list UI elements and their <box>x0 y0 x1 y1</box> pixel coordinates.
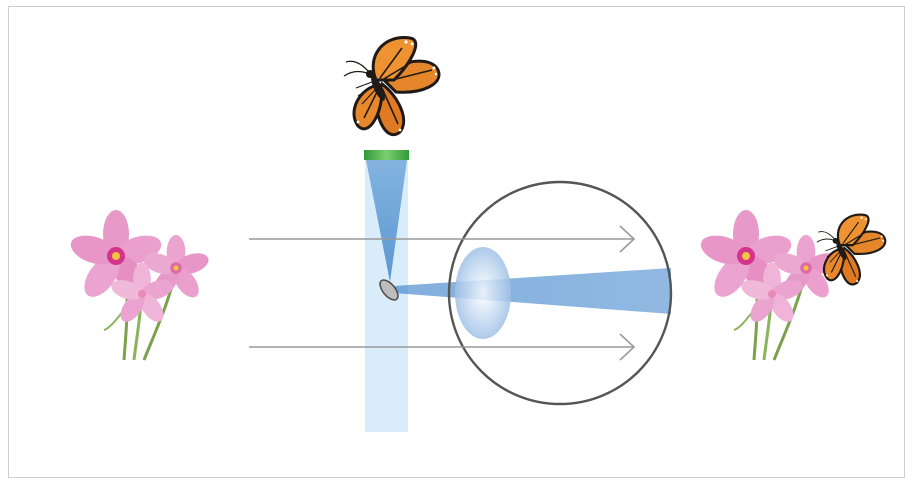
projected-beam <box>394 268 671 314</box>
flowers-icon <box>67 210 211 360</box>
butterfly-icon <box>344 38 439 135</box>
display-strip <box>364 150 409 160</box>
eye-lens <box>455 247 511 339</box>
flowers-with-butterfly-icon <box>697 210 885 360</box>
